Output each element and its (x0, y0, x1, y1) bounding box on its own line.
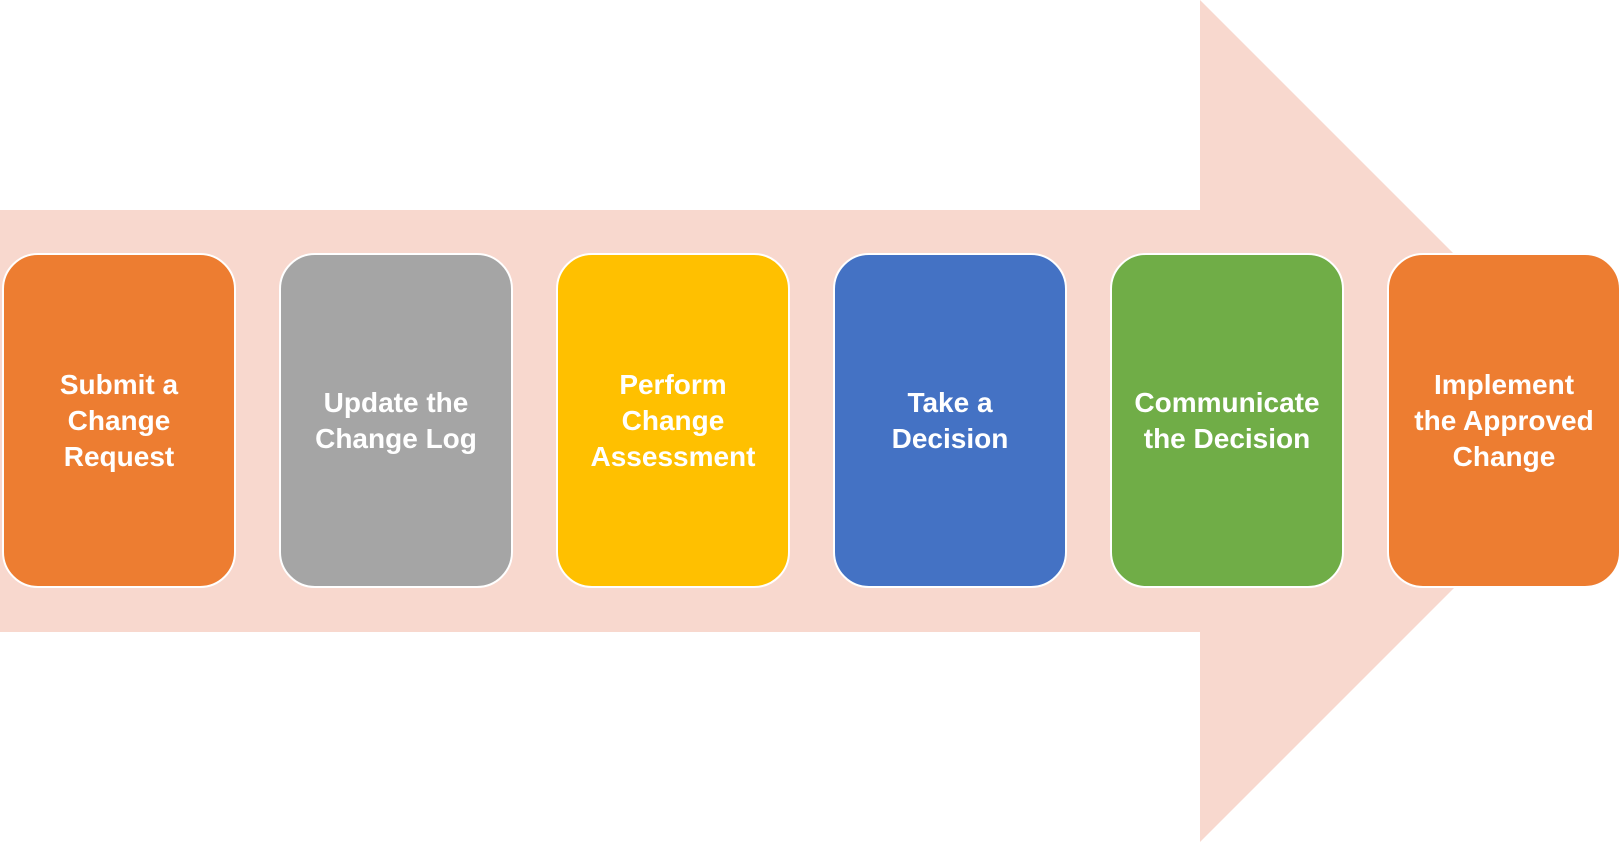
step-label: Submit a Change Request (4, 367, 234, 475)
step-label-line: Change (67, 404, 171, 436)
step-label: Implement the Approved Change (1389, 367, 1619, 475)
step-label-line: Communicate (1134, 386, 1320, 418)
step-submit-change-request: Submit a Change Request (2, 253, 236, 588)
step-label-line: Change Log (315, 422, 477, 454)
step-label-line: the Approved (1414, 404, 1594, 436)
step-update-change-log: Update the Change Log (279, 253, 513, 588)
step-label-line: the Decision (1143, 422, 1311, 454)
step-take-decision: Take a Decision (833, 253, 1067, 588)
step-perform-change-assessment: Perform Change Assessment (556, 253, 790, 588)
step-label-line: Decision (891, 422, 1009, 454)
step-label-line: Change (1452, 440, 1556, 472)
step-label-line: Perform (619, 368, 727, 400)
step-label: Perform Change Assessment (558, 367, 788, 475)
step-label-line: Implement (1433, 368, 1575, 400)
step-communicate-decision: Communicate the Decision (1110, 253, 1344, 588)
step-label-line: Request (63, 440, 175, 472)
step-label-line: Update the (323, 386, 469, 418)
step-label: Take a Decision (835, 385, 1065, 457)
step-label-line: Assessment (590, 440, 756, 472)
step-label: Update the Change Log (281, 385, 511, 457)
step-implement-approved-change: Implement the Approved Change (1387, 253, 1621, 588)
step-label-line: Change (621, 404, 725, 436)
step-label-line: Take a (907, 386, 993, 418)
step-label-line: Submit a (59, 368, 179, 400)
step-label: Communicate the Decision (1112, 385, 1342, 457)
